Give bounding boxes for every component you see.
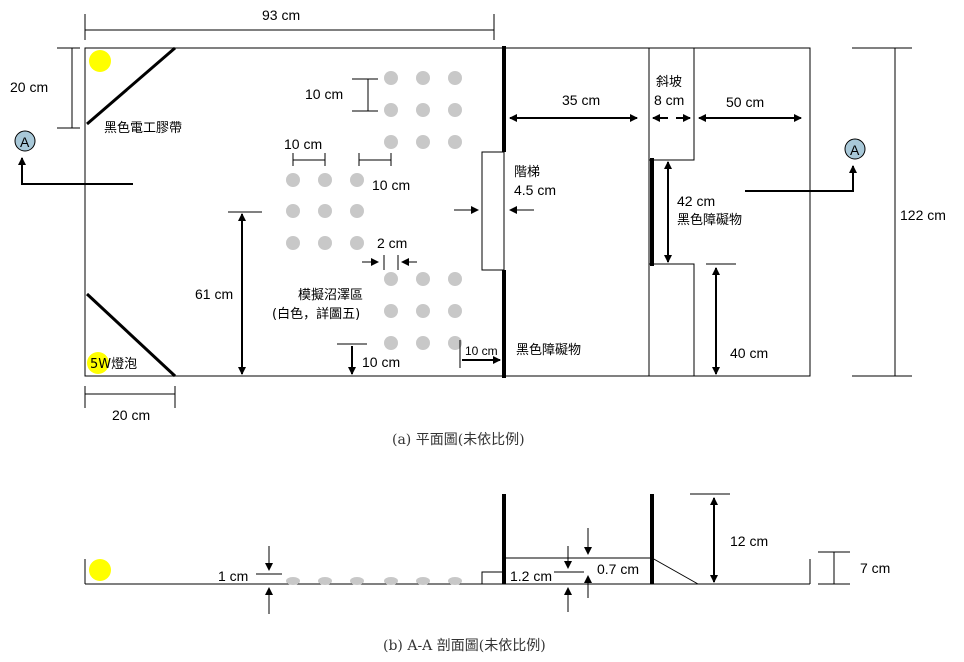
marsh-label-line2: (白色，詳圖五) — [272, 306, 360, 322]
ramp-width-label: 8 cm — [654, 92, 684, 108]
section-marker-left-label: A — [20, 134, 30, 150]
section-dim-7-label: 7 cm — [860, 560, 890, 576]
ramp-label: 斜坡 — [656, 75, 682, 90]
marsh-dot — [384, 103, 398, 117]
marsh-dot — [416, 103, 430, 117]
step-label: 階梯 — [514, 165, 540, 180]
section-dim-12-label: 1.2 cm — [510, 568, 552, 584]
dim-bulb-label: 20 cm — [112, 407, 150, 423]
marsh-dot — [350, 236, 364, 250]
marsh-dot — [384, 336, 398, 350]
step-block — [481, 151, 505, 271]
section-line-right — [745, 165, 857, 192]
marsh-dot — [416, 272, 430, 286]
dim-wall-gap-label: 10 cm — [465, 344, 498, 358]
marsh-dot — [350, 173, 364, 187]
section-marsh — [286, 577, 462, 585]
dim-40-label: 40 cm — [730, 345, 768, 361]
marsh-dot — [318, 173, 332, 187]
section-line-left — [18, 157, 133, 185]
dim-tape-label: 20 cm — [10, 79, 48, 95]
marsh-dot — [318, 236, 332, 250]
dim-bottom-gap-label: 10 cm — [362, 354, 400, 370]
dim-122-label: 122 cm — [900, 207, 946, 223]
marsh-dot — [448, 272, 462, 286]
section-marker-left — [14, 130, 36, 152]
marsh-dot — [318, 204, 332, 218]
marsh-dot — [416, 135, 430, 149]
marsh-dot — [384, 304, 398, 318]
section-dim-07-label: 0.7 cm — [597, 561, 639, 577]
marsh-dot — [448, 71, 462, 85]
marsh-dot — [448, 103, 462, 117]
bulb-top — [89, 50, 111, 72]
marsh-dot — [286, 173, 300, 187]
dim-spacing-h2-label: 10 cm — [372, 177, 410, 193]
section-view: 1 cm 1.2 cm 0.7 cm 12 cm 7 cm (b) A-A 剖面… — [84, 493, 890, 654]
ramp-shape-bottom — [649, 263, 695, 376]
section-marsh-bump — [318, 577, 332, 585]
tape-bottom — [85, 292, 177, 378]
marsh-dot — [350, 204, 364, 218]
bulb-bottom — [87, 352, 109, 374]
section-bulb — [89, 559, 111, 581]
marsh-dot — [416, 71, 430, 85]
plan-view: 93 cm 20 cm 黑色電工膠帶 A A 10 cm 10 cm 10 cm — [10, 7, 946, 448]
dim-dot-label: 2 cm — [377, 235, 407, 251]
marsh-dot — [384, 71, 398, 85]
dim-61-label: 61 cm — [195, 286, 233, 302]
section-ramp-slope — [651, 557, 699, 585]
barrier-label-1: 黑色障礙物 — [516, 342, 581, 358]
section-marker-right-label: A — [850, 142, 860, 158]
dim-35-label: 35 cm — [562, 92, 600, 108]
section-marker-right — [844, 138, 866, 160]
marsh-dot — [448, 304, 462, 318]
section-marsh-bump — [286, 577, 300, 585]
section-marsh-bump — [416, 577, 430, 585]
section-dim-1-label: 1 cm — [218, 568, 248, 584]
tape-label: 黑色電工膠帶 — [104, 120, 182, 136]
section-marsh-bump — [384, 577, 398, 585]
marsh-dot — [286, 204, 300, 218]
section-caption: (b) A-A 剖面圖(未依比例) — [383, 638, 546, 654]
marsh-label-line1: 模擬沼澤區 — [298, 287, 363, 303]
ramp-shape-top — [649, 48, 695, 161]
dim-spacing-h1-label: 10 cm — [284, 136, 322, 152]
marsh-dot — [416, 336, 430, 350]
marsh-dot — [286, 236, 300, 250]
barrier-label-2: 黑色障礙物 — [677, 212, 742, 228]
section-marsh-bump — [350, 577, 364, 585]
marsh-dot — [448, 336, 462, 350]
marsh-dot — [384, 272, 398, 286]
dim-spacing-v-label: 10 cm — [305, 86, 343, 102]
step-height-label: 4.5 cm — [514, 182, 556, 198]
section-step — [481, 571, 504, 584]
marsh-dots — [286, 71, 462, 350]
marsh-dot — [416, 304, 430, 318]
dim-42-label: 42 cm — [677, 193, 715, 209]
plan-caption: (a) 平面圖(未依比例) — [392, 432, 525, 448]
marsh-dot — [384, 135, 398, 149]
plan-outline — [84, 47, 811, 377]
dim-50-label: 50 cm — [726, 94, 764, 110]
tape-top — [86, 46, 176, 126]
marsh-dot — [448, 135, 462, 149]
dim-93-label: 93 cm — [262, 7, 300, 23]
bulb-label: 5W燈泡 — [90, 357, 137, 372]
section-dim-12cm-label: 12 cm — [730, 533, 768, 549]
section-marsh-bump — [448, 577, 462, 585]
